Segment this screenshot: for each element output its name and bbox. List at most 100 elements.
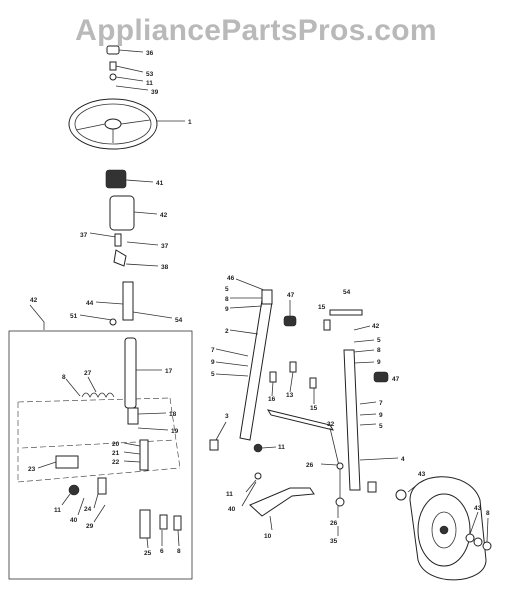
callout-label: 8	[62, 374, 66, 381]
callout-label: 22	[112, 459, 120, 466]
callout-label: 15	[318, 304, 326, 311]
callout-label: 47	[287, 292, 295, 299]
callout-label: 42	[160, 212, 168, 219]
callout-label: 41	[156, 180, 164, 187]
part-lower-shaft[interactable]	[139, 509, 151, 539]
callout-labels: 36 53 11 39 1 41 42 37 37 38 42 44 51 54…	[28, 50, 490, 557]
callout-label: 39	[151, 89, 159, 96]
part-lock-nut[interactable]	[253, 443, 263, 453]
part-collar[interactable]	[127, 407, 139, 425]
callout-label: 44	[86, 300, 94, 307]
callout-label: 18	[169, 411, 177, 418]
steering-gear-inset	[8, 304, 193, 580]
callout-label: 43	[474, 505, 482, 512]
part-wheel-washer[interactable]	[395, 489, 407, 501]
callout-label: 20	[112, 441, 120, 448]
callout-label: 54	[343, 289, 351, 296]
watermark-text: AppliancePartsPros.com	[75, 14, 437, 47]
callout-label: 16	[268, 396, 276, 403]
part-clip[interactable]	[209, 439, 219, 451]
part-nut[interactable]	[68, 484, 80, 496]
callout-label: 37	[80, 232, 88, 239]
callout-label: 9	[379, 412, 383, 419]
part-tie-rod[interactable]	[329, 309, 363, 316]
callout-label: 4	[401, 456, 405, 463]
part-right-spindle[interactable]	[343, 349, 361, 491]
part-gear-block[interactable]	[55, 455, 79, 469]
part-left-spindle[interactable]	[239, 299, 273, 441]
callout-label: 8	[177, 548, 181, 555]
part-pinion[interactable]	[139, 439, 149, 471]
callout-label: 42	[372, 323, 380, 330]
callout-label: 27	[84, 370, 92, 377]
callout-label: 21	[112, 450, 120, 457]
callout-label: 5	[225, 286, 229, 293]
part-axle-nut[interactable]	[482, 541, 492, 551]
callout-label: 5	[211, 371, 215, 378]
callout-label: 11	[278, 444, 285, 451]
callout-label: 29	[86, 523, 94, 530]
part-spring[interactable]	[81, 392, 115, 398]
callout-label: 6	[160, 548, 164, 555]
callout-label: 26	[306, 462, 314, 469]
callout-label: 1	[188, 119, 192, 126]
callout-label: 51	[70, 313, 78, 320]
front-wheel-assembly	[395, 476, 492, 581]
part-drag-link-lower[interactable]	[249, 487, 315, 517]
part-cap[interactable]	[106, 45, 120, 55]
part-gear-column[interactable]	[124, 337, 137, 409]
callout-label: 11	[226, 491, 233, 498]
part-hub[interactable]	[105, 169, 127, 189]
callout-label: 35	[330, 538, 338, 545]
callout-label: 2	[225, 328, 229, 335]
callout-label: 23	[28, 466, 36, 473]
callout-label: 54	[175, 317, 183, 324]
callout-label: 5	[379, 423, 383, 430]
callout-label: 37	[161, 243, 169, 250]
part-bracket[interactable]	[113, 249, 127, 267]
callout-label: 40	[228, 506, 236, 513]
callout-label: 17	[165, 368, 173, 375]
part-stud[interactable]	[97, 477, 107, 495]
callout-label: 8	[486, 510, 490, 517]
callout-label: 9	[377, 359, 381, 366]
callout-label: 40	[70, 517, 78, 524]
inset-frame	[8, 330, 193, 580]
part-drag-link-upper[interactable]	[266, 409, 335, 431]
part-bushing[interactable]	[283, 315, 297, 327]
callout-label: 38	[161, 264, 169, 271]
steering-column-assembly	[68, 45, 185, 326]
part-bolt[interactable]	[109, 61, 117, 71]
part-washer-lower[interactable]	[335, 497, 345, 507]
callout-label: 3	[225, 413, 229, 420]
callout-label: 9	[211, 359, 215, 366]
part-bearing[interactable]	[373, 371, 389, 383]
callout-label: 43	[418, 471, 426, 478]
callout-label: 24	[84, 506, 92, 513]
callout-label: 11	[146, 80, 153, 87]
callout-label: 5	[377, 337, 381, 344]
callout-label: 42	[30, 297, 38, 304]
callout-label: 15	[310, 405, 318, 412]
callout-label: 11	[54, 507, 61, 514]
callout-label: 7	[211, 347, 215, 354]
callout-label: 10	[264, 533, 272, 540]
callout-label: 32	[327, 421, 335, 428]
callout-label: 8	[377, 347, 381, 354]
callout-label: 19	[171, 428, 179, 435]
callout-label: 9	[225, 306, 229, 313]
drag-link-assembly	[209, 278, 399, 536]
callout-label: 36	[146, 50, 154, 57]
part-sleeve[interactable]	[109, 195, 135, 231]
callout-label: 47	[392, 376, 400, 383]
callout-label: 53	[146, 71, 154, 78]
callout-label: 26	[330, 520, 338, 527]
part-shaft[interactable]	[122, 281, 134, 321]
callout-label: 13	[286, 392, 294, 399]
callout-label: 7	[379, 400, 383, 407]
callout-label: 8	[225, 296, 229, 303]
part-washer[interactable]	[109, 73, 117, 81]
callout-label: 25	[144, 550, 152, 557]
callout-label: 46	[227, 275, 235, 282]
